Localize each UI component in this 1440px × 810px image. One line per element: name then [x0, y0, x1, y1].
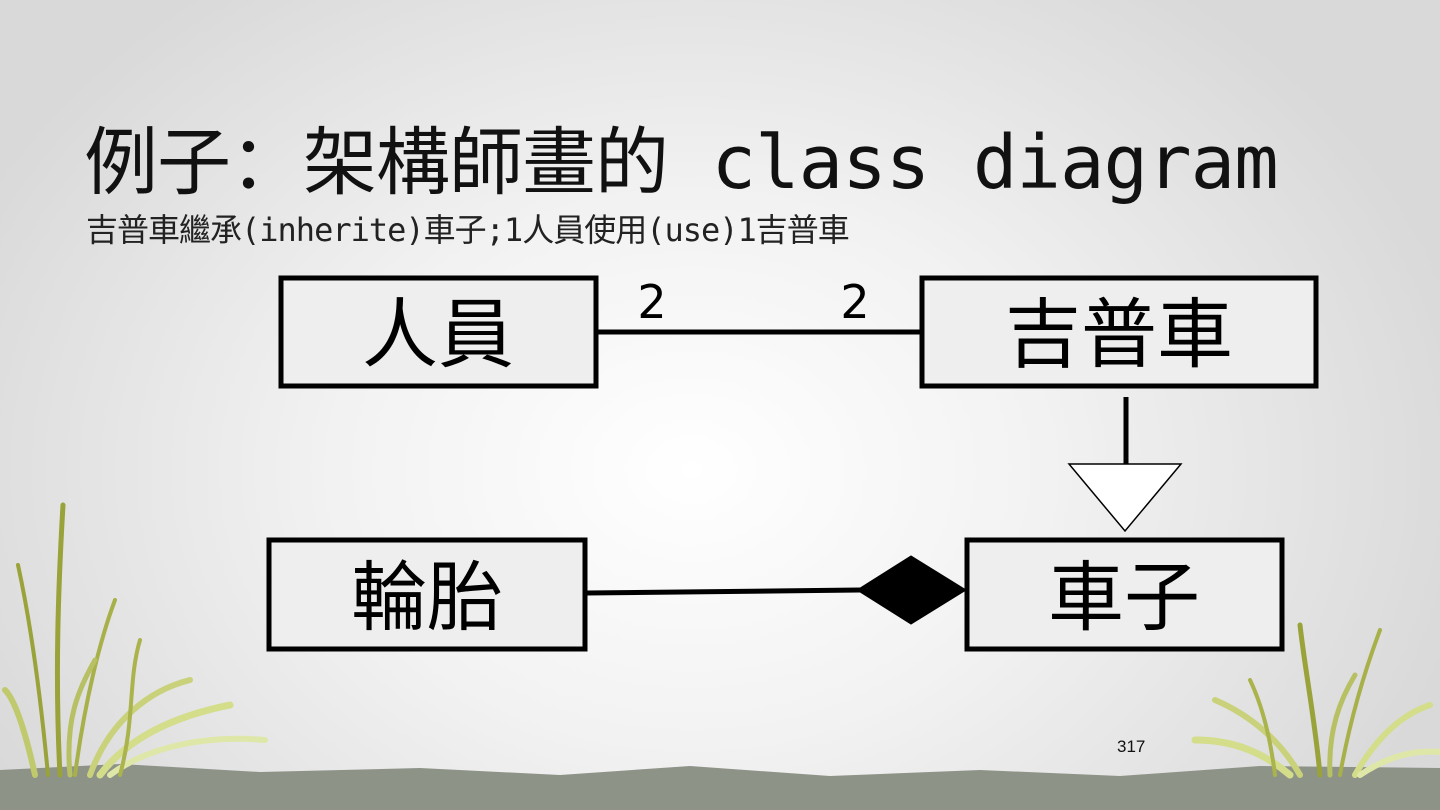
- multiplicity-right: 2: [840, 275, 869, 329]
- multiplicity-left: 2: [637, 275, 666, 329]
- slide-subtitle: 吉普車繼承(inherite)車子;1人員使用(use)1吉普車: [86, 211, 850, 249]
- inheritance-triangle-icon: [1067, 463, 1183, 533]
- grass-right-icon: [1191, 622, 1440, 779]
- class-box-jeep[interactable]: 吉普車: [919, 275, 1319, 389]
- class-label-person: 人員: [362, 290, 514, 379]
- composition-link: [586, 555, 967, 625]
- class-box-car[interactable]: 車子: [964, 537, 1285, 652]
- class-label-car: 車子: [1048, 553, 1200, 642]
- class-box-person[interactable]: 人員: [278, 275, 599, 389]
- class-box-tire[interactable]: 輪胎: [266, 537, 588, 652]
- slide-title: 例子：架構師畫的 class diagram: [84, 120, 1279, 206]
- inheritance-arrow: [1067, 397, 1183, 533]
- class-label-jeep: 吉普車: [1005, 290, 1233, 379]
- grass-left-icon: [2, 502, 268, 779]
- composition-diamond-icon: [856, 555, 967, 625]
- page-number: 317: [1117, 737, 1146, 756]
- ground-strip: [0, 764, 1440, 810]
- class-label-tire: 輪胎: [351, 553, 503, 642]
